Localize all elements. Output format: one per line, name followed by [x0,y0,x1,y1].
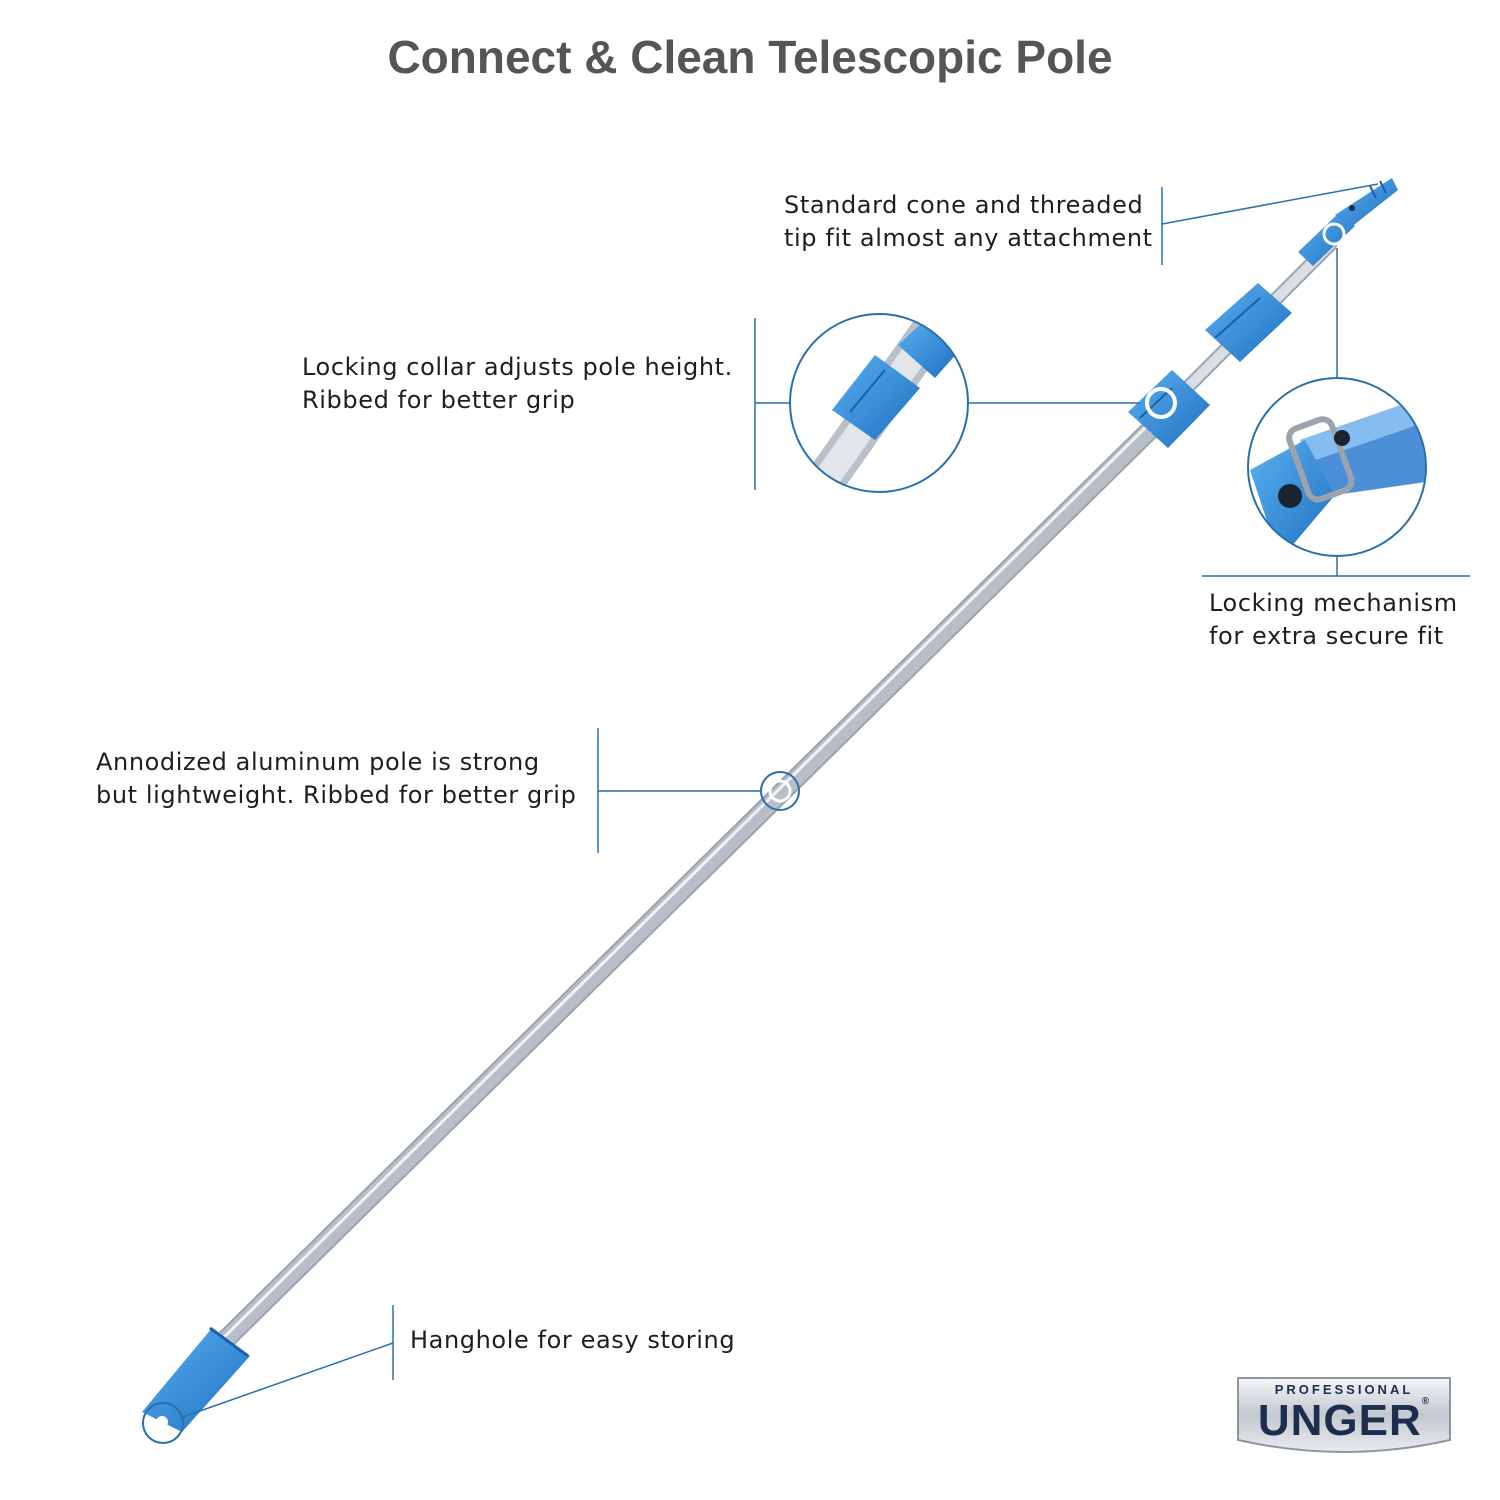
callout-collar-line1: Locking collar adjusts pole height. [302,353,733,381]
logo-professional-text: PROFESSIONAL [1274,1382,1414,1397]
callout-hanghole: Hanghole for easy storing [410,1324,735,1357]
callout-tip: Standard cone and threaded tip fit almos… [784,189,1153,255]
logo-registered-mark: ® [1421,1396,1431,1407]
logo-brand-name: UNGER [1257,1396,1422,1445]
unger-logo: PROFESSIONAL UNGER® [1232,1374,1456,1460]
locking-collar-upper [1205,283,1292,362]
pole-handle-grip [142,1326,250,1432]
logo-badge-shape [1237,1377,1451,1453]
tip-highlight-marker [1322,222,1346,246]
callout-pole: Annodized aluminum pole is strong but li… [96,746,576,812]
collar-zoom-circle [789,313,969,493]
logo-brand-text: UNGER® [1232,1396,1456,1446]
callout-mechanism: Locking mechanism for extra secure fit [1209,587,1458,653]
callout-tip-line1: Standard cone and threaded [784,191,1144,219]
pole-lower-section [200,420,1160,1365]
callout-mechanism-line2: for extra secure fit [1209,622,1444,650]
callout-tip-line2: tip fit almost any attachment [784,224,1153,252]
callout-collar: Locking collar adjusts pole height. Ribb… [302,351,733,417]
callout-leader-lines [179,183,1470,1419]
callout-pole-line1: Annodized aluminum pole is strong [96,748,540,776]
callout-mechanism-line1: Locking mechanism [1209,589,1458,617]
mechanism-zoom-circle [1247,377,1427,557]
pole-highlight-marker [760,771,800,811]
threaded-tip [1298,178,1398,266]
callout-pole-line2: but lightweight. Ribbed for better grip [96,781,577,809]
collar-highlight-marker [1145,387,1177,419]
callout-collar-line2: Ribbed for better grip [302,386,576,414]
locking-collar-lower [1128,370,1210,448]
page-title: Connect & Clean Telescopic Pole [387,31,1113,83]
callout-hanghole-line1: Hanghole for easy storing [410,1326,736,1354]
hanghole-marker [142,1402,184,1444]
